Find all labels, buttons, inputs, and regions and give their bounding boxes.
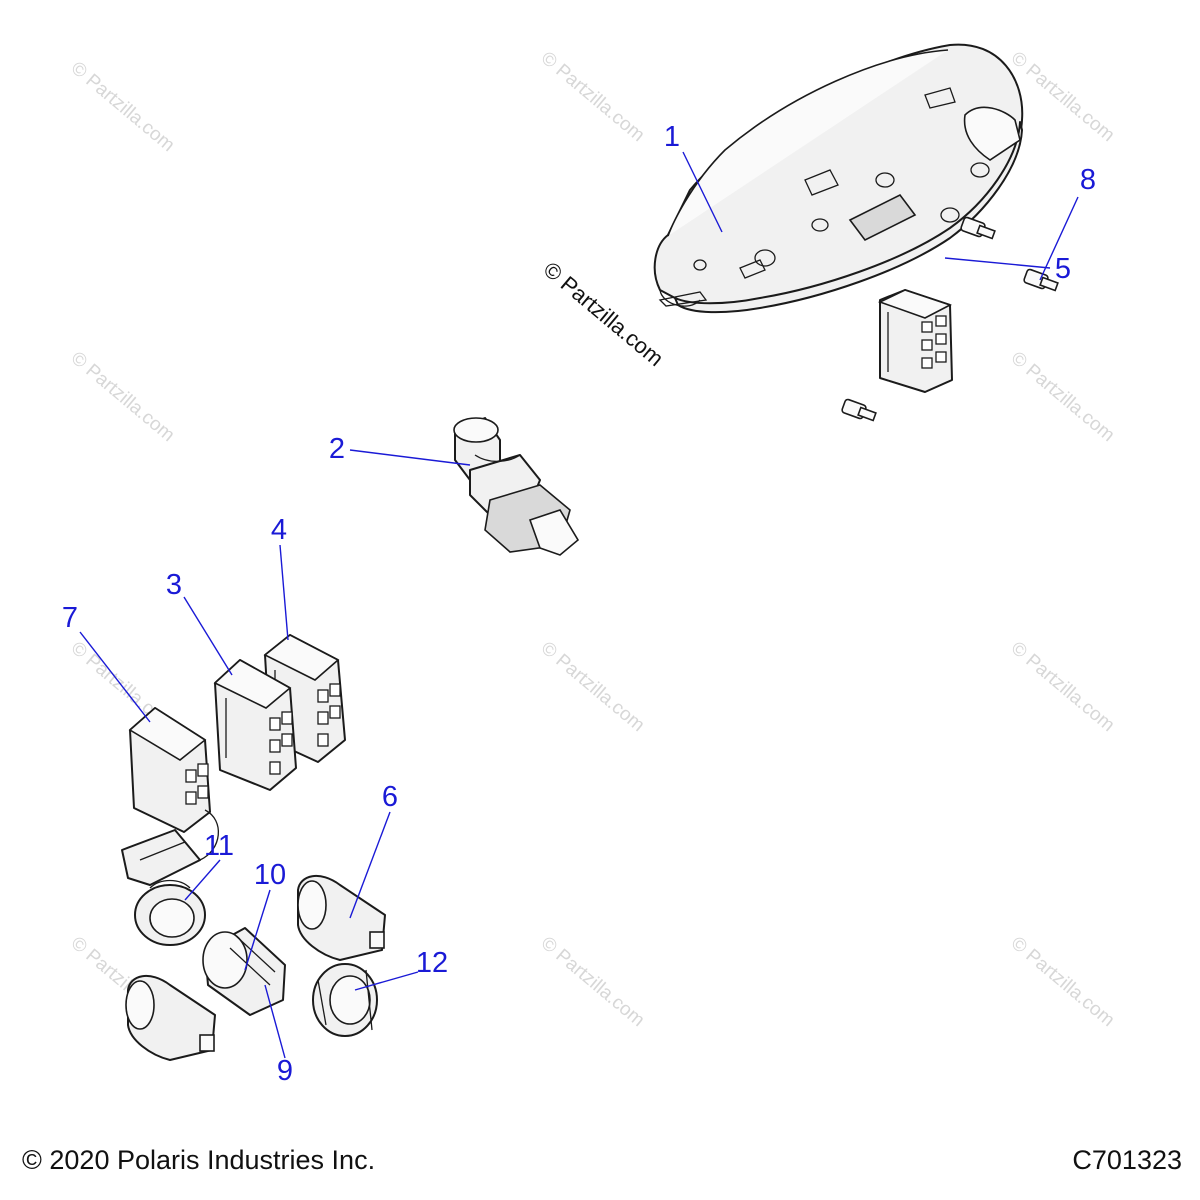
watermark-text: © Partzilla.com [537, 48, 649, 146]
watermark-text: © Partzilla.com [67, 58, 179, 156]
watermark-text: © Partzilla.com [537, 933, 649, 1031]
callout-7: 7 [62, 602, 78, 634]
leader-line [264, 984, 286, 1059]
callout-labels: 1 2 3 4 5 6 7 8 9 10 11 12 [62, 121, 1096, 1087]
leader-line [1039, 196, 1079, 281]
screw-part[interactable] [960, 216, 996, 240]
switch-connector-part[interactable] [877, 289, 953, 393]
center-watermark-text: © Partzilla.com [539, 257, 669, 371]
diagram-code: C701323 [1072, 1145, 1182, 1175]
leader-line [349, 449, 471, 466]
outlet-body-part[interactable] [202, 927, 286, 1016]
copyright-notice: © 2020 Polaris Industries Inc. [22, 1145, 376, 1175]
callout-6: 6 [382, 781, 398, 813]
callout-3: 3 [166, 569, 182, 601]
power-outlet-part[interactable] [125, 975, 216, 1061]
leader-line [944, 257, 1051, 269]
leader-line [279, 544, 289, 641]
screw-part[interactable] [1023, 268, 1059, 292]
switch-harness-part[interactable] [121, 707, 220, 886]
callout-9: 9 [277, 1055, 293, 1087]
screw-part[interactable] [841, 398, 877, 422]
leader-line [79, 631, 151, 723]
leader-line [349, 811, 391, 919]
callout-1: 1 [664, 121, 680, 153]
callout-12: 12 [416, 947, 448, 979]
callout-5: 5 [1055, 253, 1071, 285]
watermark-text: © Partzilla.com [1007, 933, 1119, 1031]
callout-8: 8 [1080, 164, 1096, 196]
watermark-text: © Partzilla.com [1007, 638, 1119, 736]
outlet-cover-part[interactable] [134, 879, 206, 946]
leader-line [354, 971, 419, 991]
retaining-nut-part[interactable] [312, 963, 378, 1037]
ignition-switch-part[interactable] [453, 417, 580, 556]
watermark-text: © Partzilla.com [1007, 48, 1119, 146]
callout-10: 10 [254, 859, 286, 891]
power-outlet-part[interactable] [297, 875, 386, 961]
watermark-text: © Partzilla.com [537, 638, 649, 736]
rocker-switch-part[interactable] [213, 659, 297, 791]
leader-line [184, 859, 221, 901]
callout-4: 4 [271, 514, 287, 546]
leader-line [183, 596, 233, 676]
leader-lines [79, 151, 1079, 1059]
callout-2: 2 [329, 433, 345, 465]
leader-line [244, 889, 271, 971]
callout-11: 11 [204, 830, 234, 862]
instrument-cluster-part[interactable] [653, 43, 1024, 314]
watermark-text: © Partzilla.com [67, 348, 179, 446]
watermark-text: © Partzilla.com [1007, 348, 1119, 446]
leader-line [682, 151, 723, 233]
